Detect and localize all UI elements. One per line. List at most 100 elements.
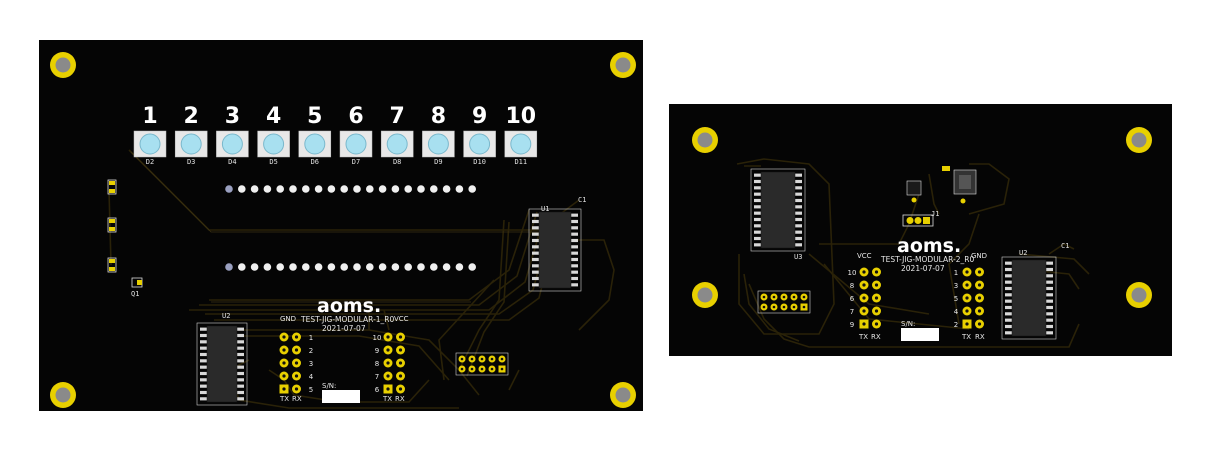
header-pin-number: 2 [309,347,313,355]
board1-rx-right: RX [395,395,405,403]
pad [455,185,464,193]
c1b-ref: C1 [1061,242,1069,250]
header-pin-number: 4 [309,373,314,381]
pad [366,263,374,271]
pad [225,185,233,193]
header-pin-number: 3 [954,282,958,290]
pad [238,263,246,271]
pcb-board-2-art: U3 U2 C1 J1 aoms. TEST-JIG-MODULAR-2_R0 … [692,127,1152,348]
header-pin-number: 5 [954,295,958,303]
pad [404,263,413,271]
board2-gnd-label: GND [971,252,987,260]
pin-header-right-2 [962,267,984,329]
board2-sn-label: S/N: [901,320,915,328]
small-ics [906,166,977,204]
board2-tx-right: TX [961,333,971,341]
board2-sn-box [901,328,939,341]
u2b-ref: U2 [1019,249,1027,257]
j1-ref: J1 [931,210,939,218]
pin-header-right [383,332,405,394]
board2-rx-right: RX [975,333,985,341]
pad [314,185,323,193]
header-pin-number: 9 [375,347,379,355]
led-number-5: 5 [307,104,322,129]
led-ref-4: D5 [269,158,277,166]
header-pin-number: 7 [850,308,854,316]
board1-sn-box [322,390,360,403]
u3-ref: U3 [794,253,802,261]
pad [263,185,272,193]
header-pin-number: 10 [848,269,857,277]
pad [238,185,246,193]
header-pin-number: 9 [850,321,854,329]
pcb-board-2: U3 U2 C1 J1 aoms. TEST-JIG-MODULAR-2_R0 … [669,104,1172,356]
c1-ref: C1 [578,196,586,204]
led-number-8: 8 [431,104,446,129]
mounting-holes-2 [692,127,1152,308]
pad [378,185,387,193]
board1-tx-left: TX [279,395,289,403]
pad [353,263,361,271]
led-number-3: 3 [225,104,240,129]
pad-row-top [225,185,477,193]
board1-logo: aoms. [317,295,381,317]
board2-date: 2021-07-07 [901,264,945,273]
pad [442,263,451,271]
pad [276,263,284,271]
header-pin-number: 6 [850,295,855,303]
led-4: 4D5 [257,104,290,166]
mounting-holes [50,52,636,408]
led-number-7: 7 [390,104,405,129]
led-ref-10: D11 [514,158,527,166]
led-8: 8D9 [422,104,455,166]
header-pin-number: 1 [954,269,958,277]
jumper-j1 [902,214,934,227]
pad [289,263,297,271]
board2-logo: aoms. [897,235,961,257]
header-pin-number: 2 [954,321,958,329]
u2-ref: U2 [222,312,230,320]
board1-tx-right: TX [382,395,392,403]
pad [276,185,284,193]
board1-rx-left: RX [292,395,302,403]
pin-header-left-2 [859,267,881,329]
board2-vcc-label: VCC [857,252,872,260]
u1-ref: U1 [541,205,549,213]
board1-sn-label: S/N: [322,382,336,390]
header-pin-number: 8 [375,360,379,368]
led-number-9: 9 [472,104,487,129]
connector-2x5-b [757,290,811,314]
board2-tx-left: TX [858,333,868,341]
led-ref-3: D4 [228,158,236,166]
led-7: 7D8 [380,104,414,166]
pad [353,185,361,193]
led-3: 3D4 [216,104,249,166]
ic-u2 [196,322,248,406]
pad [250,263,259,271]
led-ref-5: D6 [311,158,319,166]
pad [327,263,336,271]
pad [442,185,451,193]
header-pin-number: 3 [309,360,313,368]
led-ref-6: D7 [352,158,360,166]
pad [430,185,438,193]
led-number-4: 4 [266,104,281,129]
led-number-6: 6 [348,104,363,129]
led-ref-2: D3 [187,158,195,166]
pad [430,263,438,271]
led-number-1: 1 [142,104,157,129]
led-6: 6D7 [339,104,373,166]
pad [327,185,336,193]
pad [391,185,400,193]
pad [417,263,425,271]
connector-2x5 [455,352,509,376]
pad [289,185,297,193]
led-ref-7: D8 [393,158,401,166]
ic-u1 [528,208,582,292]
